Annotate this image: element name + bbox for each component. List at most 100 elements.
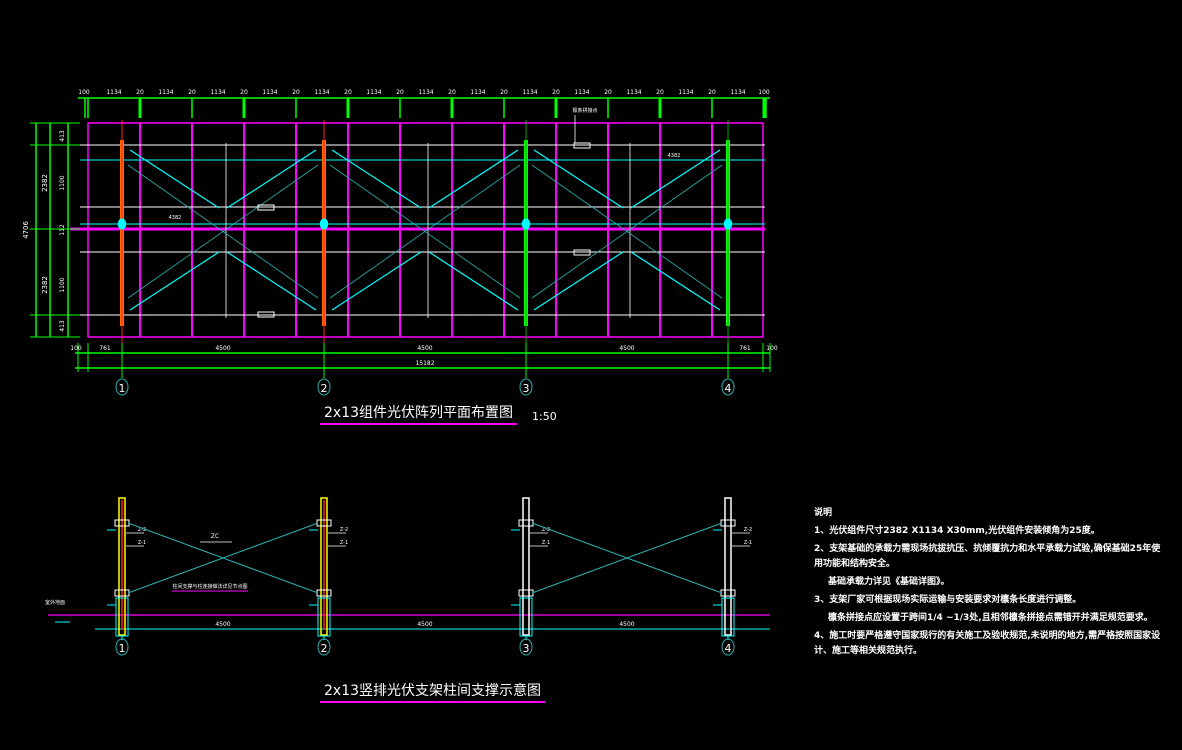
ground-label: 室外地面	[45, 599, 65, 606]
purlin-splice-mark	[573, 249, 591, 256]
left-dimension-label: 2382	[41, 174, 49, 192]
elevation-dimension-label: 4500	[619, 621, 634, 628]
brace-line	[630, 251, 721, 311]
top-dimension-label: 20	[708, 89, 716, 96]
notes-heading: 说明	[814, 508, 833, 518]
elevation-column-4	[724, 497, 732, 636]
top-dimension-label: 20	[448, 89, 456, 96]
top-dimension-label: 1134	[262, 89, 277, 96]
top-dimension-label: 1134	[418, 89, 433, 96]
bottom-dimension-label: 100	[70, 345, 82, 352]
brace-label: ZC	[211, 533, 219, 540]
elevation-axis-bubble-1	[115, 638, 129, 656]
brace-diagonal	[531, 164, 723, 299]
top-dimension-label: 1134	[366, 89, 381, 96]
brace-diagonal	[127, 164, 319, 299]
elevation-axis-bubble-3	[519, 638, 533, 656]
brace-line	[428, 251, 519, 311]
top-dimension-label: 20	[656, 89, 664, 96]
top-dimension-label: 1134	[470, 89, 485, 96]
left-dimension-label: 112	[59, 224, 66, 236]
foundation	[721, 597, 735, 637]
elevation-title: 2x13竖排光伏支架柱间支撑示意图	[320, 680, 546, 703]
elevation-dimension-label: 4500	[215, 621, 230, 628]
total-dimension-label: 15182	[415, 360, 434, 367]
brace-line	[630, 149, 721, 209]
brace-line	[129, 149, 220, 209]
column-tag: Z-2	[542, 527, 550, 533]
column-tag: Z-1	[744, 540, 752, 546]
column-base-plate	[117, 218, 127, 230]
foundation	[519, 597, 533, 637]
bottom-dimension-label: 4500	[619, 345, 634, 352]
bottom-dimension-label: 761	[739, 345, 751, 352]
elevation-axis-bubble-4	[721, 638, 735, 656]
brace-note: 柱间支撑与柱连接做法详见节点图	[172, 583, 247, 590]
left-dimension-label: 4706	[22, 221, 30, 239]
column-tag: Z-1	[542, 540, 550, 546]
top-dimension-label: 20	[396, 89, 404, 96]
left-dimension-label: 413	[59, 130, 66, 142]
note-4: 4、施工时要严格遵守国家现行的有关施工及验收规范,未说明的地方,需严格按照国家设…	[814, 631, 1161, 656]
top-dimension-label: 20	[604, 89, 612, 96]
column-tag: Z-2	[744, 527, 752, 533]
top-dimension-label: 20	[240, 89, 248, 96]
elevation-dimension-label: 4500	[417, 621, 432, 628]
axis-number-2: 2	[321, 382, 328, 395]
bottom-dimension-label: 100	[766, 345, 778, 352]
top-dimension-label: 100	[78, 89, 90, 96]
top-dimension-label: 20	[344, 89, 352, 96]
top-dimension-label: 1134	[314, 89, 329, 96]
note-2: 2、支架基础的承载力需现场抗拔抗压、抗倾覆抗力和水平承载力试验,确保基础25年使…	[814, 544, 1161, 569]
top-dimension-label: 20	[136, 89, 144, 96]
base-connection	[720, 589, 736, 597]
elevation-column-2	[320, 497, 328, 636]
left-dimension-label: 1100	[59, 175, 66, 190]
axis-bubble-1	[115, 378, 129, 396]
purlin-splice-mark	[573, 142, 591, 149]
bottom-dimension-label: 761	[99, 345, 111, 352]
notes-block: 说明 1、光伏组件尺寸2382 X1134 X30mm,光伏组件安装倾角为25度…	[814, 506, 1169, 662]
brace-line	[226, 251, 317, 311]
top-dimension-label: 1134	[210, 89, 225, 96]
top-dimension-label: 1134	[730, 89, 745, 96]
top-dimension-label: 100	[758, 89, 770, 96]
plan-scale: 1:50	[532, 410, 557, 423]
brace-line	[129, 251, 220, 311]
left-dimension-label: 413	[59, 320, 66, 332]
top-dimension-label: 1134	[158, 89, 173, 96]
brace-line	[331, 251, 422, 311]
axis-number-1: 1	[119, 382, 126, 395]
top-dimension-label: 1134	[678, 89, 693, 96]
brace-line	[533, 251, 624, 311]
left-dimension-label: 2382	[41, 276, 49, 294]
column-brace	[127, 522, 319, 594]
brace-line	[533, 149, 624, 209]
bottom-dimension-label: 4500	[417, 345, 432, 352]
top-dimension-label: 1134	[574, 89, 589, 96]
column-base-plate	[723, 218, 733, 230]
base-connection	[518, 589, 534, 597]
brace-line	[428, 149, 519, 209]
elevation-axis-number-4: 4	[725, 642, 732, 655]
spacing-label: 4382	[668, 153, 681, 159]
column-brace	[531, 522, 723, 594]
top-dimension-label: 20	[292, 89, 300, 96]
beam-connection	[518, 519, 534, 527]
left-dimension-label: 1100	[59, 277, 66, 292]
column-base-plate	[521, 218, 531, 230]
elevation-axis-number-3: 3	[523, 642, 530, 655]
note-1: 1、光伏组件尺寸2382 X1134 X30mm,光伏组件安装倾角为25度。	[814, 526, 1100, 536]
axis-number-3: 3	[523, 382, 530, 395]
brace-line	[331, 149, 422, 209]
note-2b: 基础承载力详见《基础详图》。	[828, 577, 950, 587]
top-dimension-label: 1134	[522, 89, 537, 96]
axis-bubble-2	[317, 378, 331, 396]
column-tag: Z-2	[138, 527, 146, 533]
axis-number-4: 4	[725, 382, 732, 395]
elevation-column-1	[118, 497, 126, 636]
purlin-splice-label: 檩条拼接点	[572, 107, 597, 114]
column-tag: Z-2	[340, 527, 348, 533]
brace-line	[226, 149, 317, 209]
top-dimension-label: 20	[188, 89, 196, 96]
